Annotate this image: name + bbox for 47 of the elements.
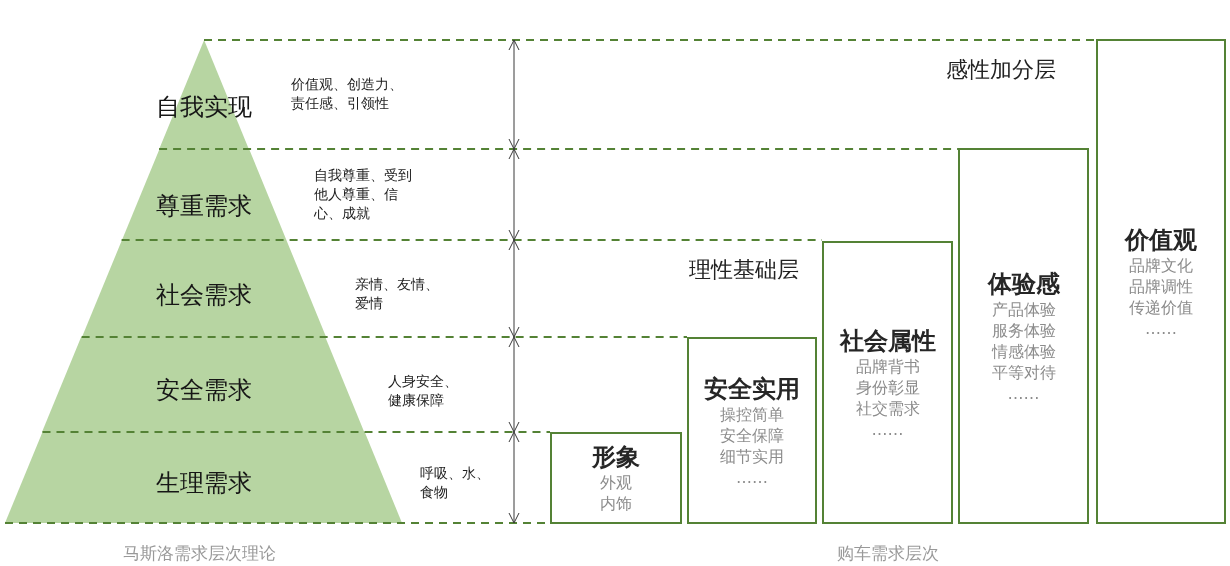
category-box bbox=[822, 241, 953, 524]
level-description: 亲情、友情、爱情 bbox=[355, 275, 440, 313]
category-box bbox=[687, 337, 817, 524]
category-item: 平等对待 bbox=[991, 361, 1056, 383]
category-item: 服务体验 bbox=[991, 319, 1056, 341]
level-description: 价值观、创造力、责任感、引领性 bbox=[291, 75, 404, 113]
category-item: 品牌文化 bbox=[1129, 254, 1193, 276]
category-item: 社交需求 bbox=[855, 397, 920, 419]
category-item: 安全保障 bbox=[720, 424, 784, 446]
level-label: 自我实现 bbox=[155, 92, 252, 122]
category-item: …… bbox=[736, 466, 768, 488]
layer-label: 感性加分层 bbox=[946, 56, 1056, 84]
category-item: …… bbox=[871, 418, 904, 440]
level-label: 社会需求 bbox=[155, 280, 252, 310]
level-label: 尊重需求 bbox=[155, 191, 252, 221]
category-item: 身份彰显 bbox=[855, 376, 920, 398]
level-description: 人身安全、健康保障 bbox=[388, 372, 459, 410]
category-item: 操控简单 bbox=[720, 403, 784, 425]
category-item: 品牌背书 bbox=[855, 355, 920, 377]
category-item: …… bbox=[1007, 382, 1040, 404]
category-box bbox=[550, 432, 682, 524]
level-description: 自我尊重、受到他人尊重、信心、成就 bbox=[314, 166, 413, 223]
level-label: 生理需求 bbox=[155, 468, 252, 498]
category-item: 细节实用 bbox=[720, 445, 784, 467]
layer-label: 理性基础层 bbox=[689, 256, 799, 284]
pyramid-level bbox=[42, 337, 365, 432]
category-title: 价值观 bbox=[1125, 224, 1197, 255]
category-item: 外观 bbox=[600, 472, 632, 493]
level-description: 呼吸、水、食物 bbox=[420, 464, 491, 502]
category-box bbox=[1096, 39, 1226, 524]
caption: 马斯洛需求层次理论 bbox=[122, 541, 276, 565]
category-title: 形象 bbox=[592, 442, 640, 472]
category-item: 传递价值 bbox=[1129, 296, 1193, 318]
category-title: 社会属性 bbox=[839, 325, 936, 356]
category-item: 品牌调性 bbox=[1129, 275, 1193, 297]
caption: 购车需求层次 bbox=[837, 541, 939, 565]
category-item: 内饰 bbox=[600, 493, 632, 514]
level-label: 安全需求 bbox=[155, 375, 252, 405]
category-title: 体验感 bbox=[987, 268, 1060, 299]
category-item: 产品体验 bbox=[991, 298, 1056, 320]
category-title: 安全实用 bbox=[704, 373, 800, 404]
pyramid-level bbox=[5, 432, 402, 523]
category-item: …… bbox=[1145, 317, 1177, 339]
category-box bbox=[958, 148, 1089, 524]
pyramid-level bbox=[121, 149, 286, 240]
pyramid-level bbox=[81, 240, 326, 337]
category-item: 情感体验 bbox=[991, 340, 1056, 362]
